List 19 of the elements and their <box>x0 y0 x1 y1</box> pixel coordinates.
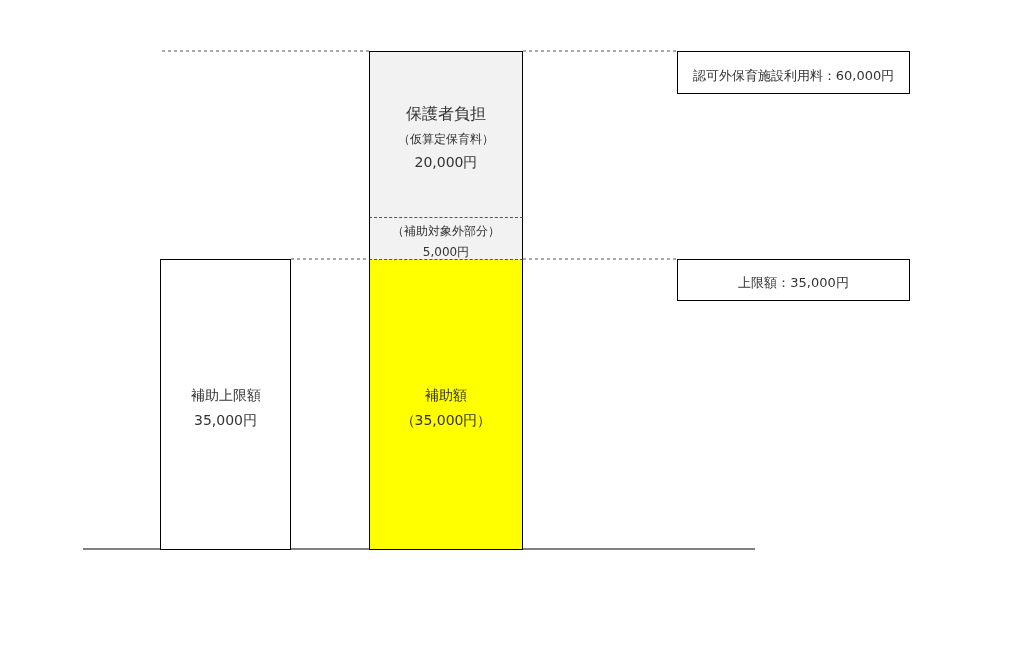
stacked-segment <box>369 217 523 260</box>
stacked-segment <box>160 259 291 550</box>
dotted-connector <box>522 50 678 52</box>
label-box <box>677 259 910 301</box>
segment-label: 5,000円 <box>422 244 470 259</box>
segment-label: 35,000円 <box>194 411 257 429</box>
stacked-segment <box>369 51 523 218</box>
segment-label: 保護者負担 <box>406 104 486 124</box>
segment-label: 上限額：35,000円 <box>738 275 849 291</box>
segment-label: 補助上限額 <box>190 386 261 404</box>
segment-label: 認可外保育施設利用料：60,000円 <box>692 67 895 84</box>
dotted-connector <box>522 258 678 260</box>
segment-label: 20,000円 <box>414 153 478 171</box>
stacked-segment <box>369 259 523 550</box>
label-box <box>677 51 910 94</box>
segment-label: （補助対象外部分） <box>392 224 500 239</box>
segment-label: 補助額 <box>425 386 467 404</box>
segment-label: （35,000円） <box>400 411 492 429</box>
segment-label: （仮算定保育料） <box>398 131 494 146</box>
